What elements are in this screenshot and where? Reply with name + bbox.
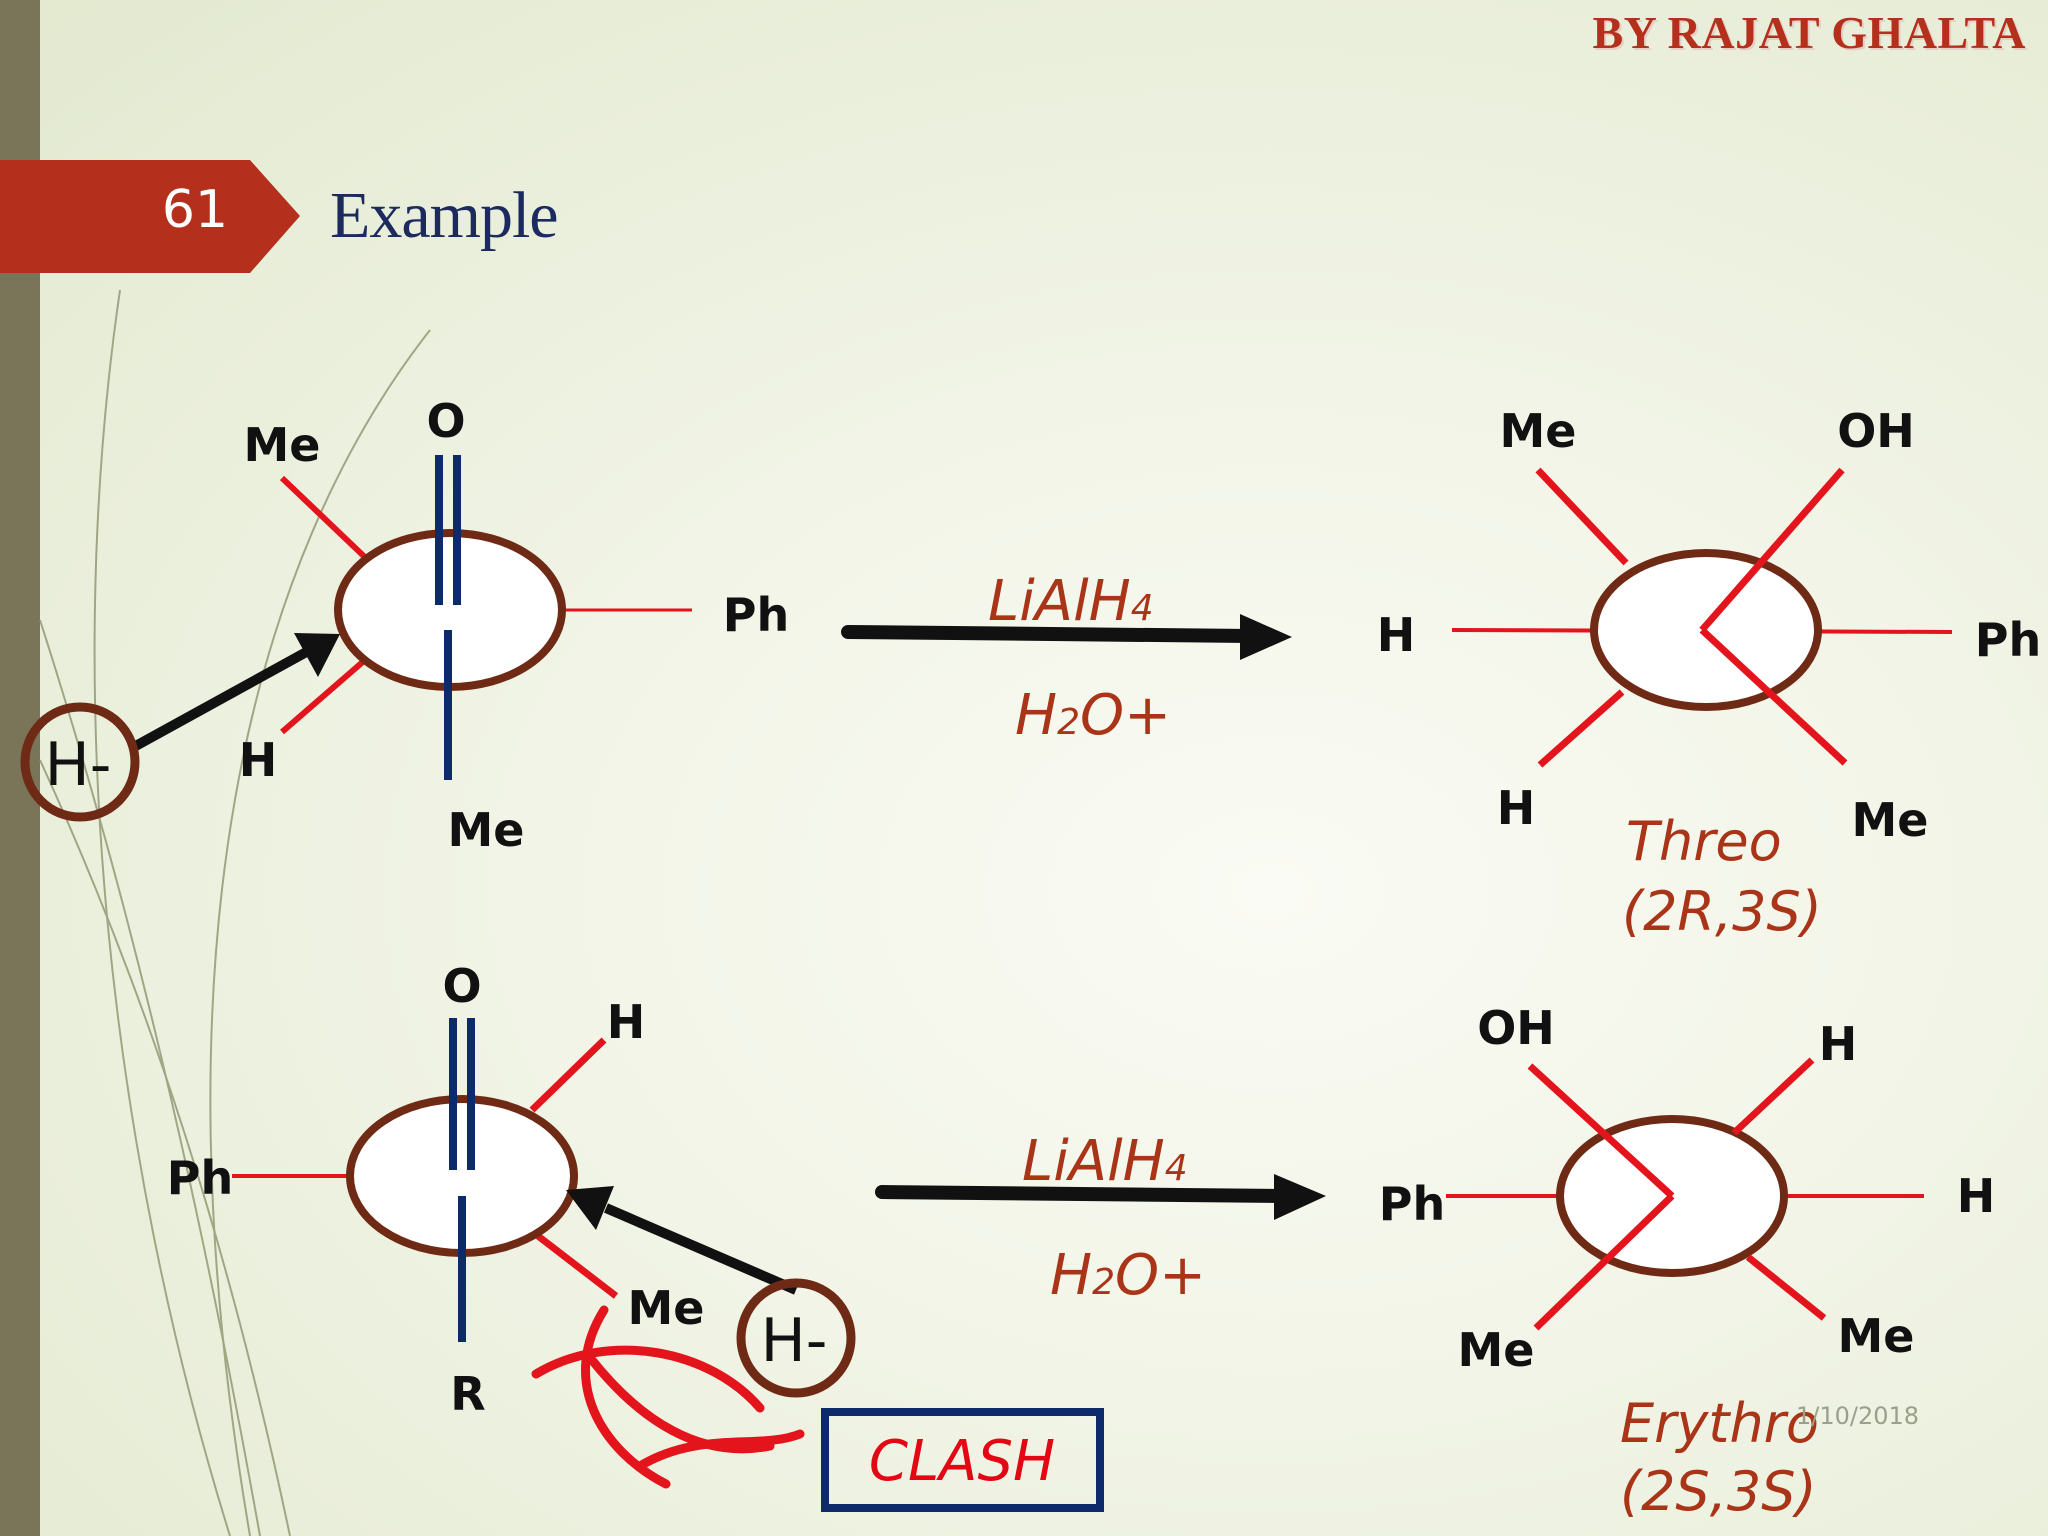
reagent2-bottom: H2O+: [1050, 1243, 1206, 1308]
product1-label-lower-left: H: [1497, 781, 1536, 835]
product2-label-upper-right: H: [1819, 1017, 1858, 1071]
product1-label-right: Ph: [1975, 613, 2041, 667]
reactant1-label-bottom: Me: [448, 803, 525, 857]
slide-title: Example: [330, 179, 559, 252]
reaction-arrow-2: [875, 1174, 1326, 1220]
product2-stereo-config: (2S,3S): [1620, 1460, 1817, 1523]
product2-label-lower-right: Me: [1838, 1309, 1915, 1363]
product-newman-2: [1446, 1057, 1924, 1331]
reactant1-label-top: O: [426, 394, 465, 448]
reactant2-label-lower-right: Me: [628, 1281, 705, 1335]
product1-stereo-name: Threo: [1626, 810, 1782, 873]
reactant1-label-upper-left: Me: [244, 418, 321, 472]
product1-label-upper-right: OH: [1837, 404, 1915, 458]
reactant2-label-upper-right: H: [607, 995, 646, 1049]
hydride-circle-1: [20, 702, 140, 822]
slide-date: 1/10/2018: [1796, 1402, 1919, 1430]
reactant2-label-top: O: [442, 959, 481, 1013]
product1-stereo-config: (2R,3S): [1622, 880, 1822, 943]
steric-clash-icon: [531, 1305, 805, 1489]
reactant-newman-2: [232, 1018, 619, 1342]
clash-label-box: [821, 1408, 1104, 1512]
hydride-attack-arrow-2: [566, 1186, 798, 1295]
product1-label-left: H: [1377, 608, 1416, 662]
reactant-newman-1: [279, 455, 692, 780]
reagent1-bottom: H2O+: [1015, 683, 1171, 748]
slide-number-tag: [0, 160, 300, 273]
reagent1-top: LiAlH4: [988, 569, 1154, 634]
hydride-circle-2: [736, 1278, 856, 1398]
author-credit: BY RAJAT GHALTA: [1592, 7, 2026, 58]
product2-label-right: H: [1957, 1169, 1996, 1223]
decorative-swoosh: [39, 289, 431, 1536]
product2-label-lower-left: Me: [1458, 1323, 1535, 1377]
reactant2-label-left: Ph: [167, 1151, 233, 1205]
product1-label-lower-right: Me: [1852, 793, 1929, 847]
hydride-attack-arrow-1: [129, 633, 340, 753]
reagent2-top: LiAlH4: [1022, 1129, 1188, 1194]
clash-label: CLASH: [869, 1429, 1055, 1494]
product-newman-1: [1451, 467, 1953, 768]
product2-label-left: Ph: [1379, 1177, 1445, 1231]
reaction-arrow-1: [841, 614, 1292, 660]
product2-stereo-name: Erythro: [1620, 1392, 1819, 1455]
hydride-label-1: H-: [45, 730, 112, 800]
reactant1-label-lower-left: H: [239, 733, 278, 787]
slide-number: 61: [161, 180, 229, 240]
product2-label-upper-left: OH: [1477, 1001, 1555, 1055]
product1-label-upper-left: Me: [1500, 404, 1577, 458]
hydride-label-2: H-: [761, 1306, 828, 1376]
reactant2-label-bottom: R: [450, 1367, 485, 1421]
reactant1-label-right: Ph: [723, 588, 789, 642]
